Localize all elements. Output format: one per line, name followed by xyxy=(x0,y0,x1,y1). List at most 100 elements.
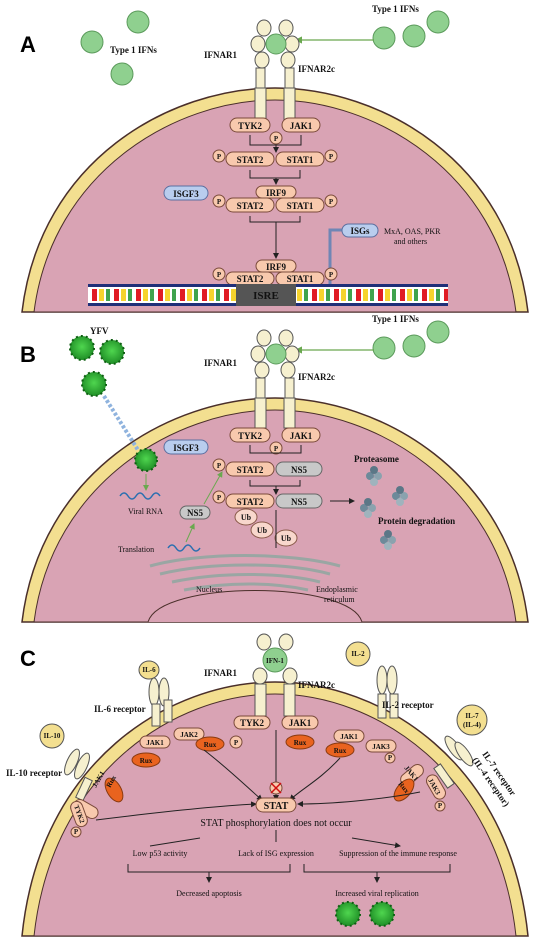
jak1-label: JAK1 xyxy=(290,121,313,131)
cell-a-cytoplasm xyxy=(33,99,517,313)
ub-label: Ub xyxy=(241,513,252,522)
panel-b: B YFV Type 1 IFNs IFNAR1 I xyxy=(20,314,529,623)
isg-targets-line2: and others xyxy=(394,237,427,246)
jak1-label-il2: JAK1 xyxy=(340,733,358,741)
ifn1-label: IFN-1 xyxy=(266,657,284,665)
ifn-ligand xyxy=(110,62,134,86)
phospho-p: P xyxy=(217,198,222,206)
ifnar1-label: IFNAR1 xyxy=(204,50,237,60)
yfv-virion xyxy=(335,901,395,927)
stat1-label: STAT1 xyxy=(287,274,314,284)
jak2-label: JAK2 xyxy=(180,731,198,739)
phospho-p: P xyxy=(388,754,393,762)
il2-receptor-label: IL-2 receptor xyxy=(382,700,434,710)
panel-c: C IFN-1 IFNAR1 IFNAR2c TYK2 P JAK1 Rux xyxy=(6,633,529,937)
jak3-label: JAK3 xyxy=(372,743,390,751)
ifnar-receptor xyxy=(250,19,300,121)
viral-rna-label: Viral RNA xyxy=(128,507,163,516)
jak1-label-c: JAK1 xyxy=(289,718,312,728)
panel-c-label: C xyxy=(20,646,36,671)
ifn-ligand xyxy=(402,334,426,358)
phospho-p: P xyxy=(217,153,222,161)
rux-label: Rux xyxy=(204,741,217,749)
il7-label-line1: IL-7 xyxy=(465,712,479,720)
il10-receptor xyxy=(39,723,93,802)
phospho-p: P xyxy=(74,828,79,836)
ifnar2c-label-c: IFNAR2c xyxy=(298,680,335,690)
il10-receptor-label: IL-10 receptor xyxy=(6,768,62,778)
type1-ifns-label-right: Type 1 IFNs xyxy=(372,4,419,14)
dna-strand: ISRE xyxy=(88,284,448,306)
ifnar2c-label-b: IFNAR2c xyxy=(298,372,335,382)
ns5-label-2: NS5 xyxy=(291,497,308,507)
il6-receptor-label: IL-6 receptor xyxy=(94,704,146,714)
yfv-label: YFV xyxy=(90,326,109,336)
suppression-text: Suppression of the immune response xyxy=(339,849,457,858)
phospho-p: P xyxy=(329,153,334,161)
il7-receptor xyxy=(433,704,488,789)
endoplasmic-reticulum xyxy=(149,554,341,592)
ifn-ligand xyxy=(372,336,396,360)
protein-degradation-label: Protein degradation xyxy=(378,516,455,526)
stat1-label: STAT1 xyxy=(287,155,314,165)
stat2-label: STAT2 xyxy=(237,155,264,165)
ifnar1-label-b: IFNAR1 xyxy=(204,358,237,368)
ns5-label-free: NS5 xyxy=(187,508,204,518)
phospho-p: P xyxy=(329,198,334,206)
stat-label: STAT xyxy=(264,801,289,812)
il2-receptor xyxy=(345,641,399,719)
phospho-p: P xyxy=(217,271,222,279)
irf9-label: IRF9 xyxy=(266,262,286,272)
stat2-label-b: STAT2 xyxy=(237,465,264,475)
panel-b-label: B xyxy=(20,342,36,367)
isgs-label: ISGs xyxy=(350,226,370,236)
stat1-label: STAT1 xyxy=(287,201,314,211)
proteasome-icon xyxy=(360,466,408,550)
panel-a-label: A xyxy=(20,32,36,57)
translation-label: Translation xyxy=(118,545,154,554)
proteasome-label: Proteasome xyxy=(354,454,399,464)
il6-receptor xyxy=(138,660,173,727)
ifn-ligand xyxy=(426,320,450,344)
phospho-p: P xyxy=(274,135,279,143)
rux-label: Rux xyxy=(334,747,347,755)
nucleus-outline xyxy=(147,590,363,623)
isgf3-label: ISGF3 xyxy=(173,189,199,199)
stat2-label: STAT2 xyxy=(237,201,264,211)
low-p53-text: Low p53 activity xyxy=(133,849,188,858)
ub-label: Ub xyxy=(257,526,268,535)
ifn-ligand xyxy=(126,10,150,34)
ifn-ligand xyxy=(372,26,396,50)
type1-ifns-label-left: Type 1 IFNs xyxy=(110,45,157,55)
yfv-virion xyxy=(69,335,158,472)
rux-label: Rux xyxy=(294,739,307,747)
er-label-line1: Endoplasmic xyxy=(316,585,358,594)
no-phosphorylation-text: STAT phosphorylation does not occur xyxy=(200,818,352,829)
ifn-ligand xyxy=(80,30,104,54)
phospho-p: P xyxy=(217,462,222,470)
il6-label: IL-6 xyxy=(142,666,156,674)
phospho-p: P xyxy=(234,739,239,747)
ifn-ligand xyxy=(426,10,450,34)
tyk2-label-b: TYK2 xyxy=(238,431,263,441)
phospho-p: P xyxy=(274,445,279,453)
phospho-p: P xyxy=(217,494,222,502)
phospho-p: P xyxy=(438,802,443,810)
ifnar-receptor xyxy=(252,633,298,717)
isre-label: ISRE xyxy=(253,290,279,302)
ubiquitin-chain: Ub Ub Ub xyxy=(234,508,298,547)
irf9-label: IRF9 xyxy=(266,188,286,198)
ub-label: Ub xyxy=(281,534,292,543)
ifnar-receptor xyxy=(250,329,300,429)
type1-ifns-label-b: Type 1 IFNs xyxy=(372,314,419,324)
tyk2-label: TYK2 xyxy=(238,121,263,131)
ifnar1-label-c: IFNAR1 xyxy=(204,668,237,678)
er-label-line2: reticulum xyxy=(324,595,355,604)
phospho-p: P xyxy=(329,271,334,279)
jak1-label-b: JAK1 xyxy=(290,431,313,441)
lack-isg-text: Lack of ISG expression xyxy=(238,849,314,858)
il10-label: IL-10 xyxy=(44,732,61,740)
nucleus-label: Nucleus xyxy=(196,585,222,594)
isgf3-label-b: ISGF3 xyxy=(173,443,199,453)
